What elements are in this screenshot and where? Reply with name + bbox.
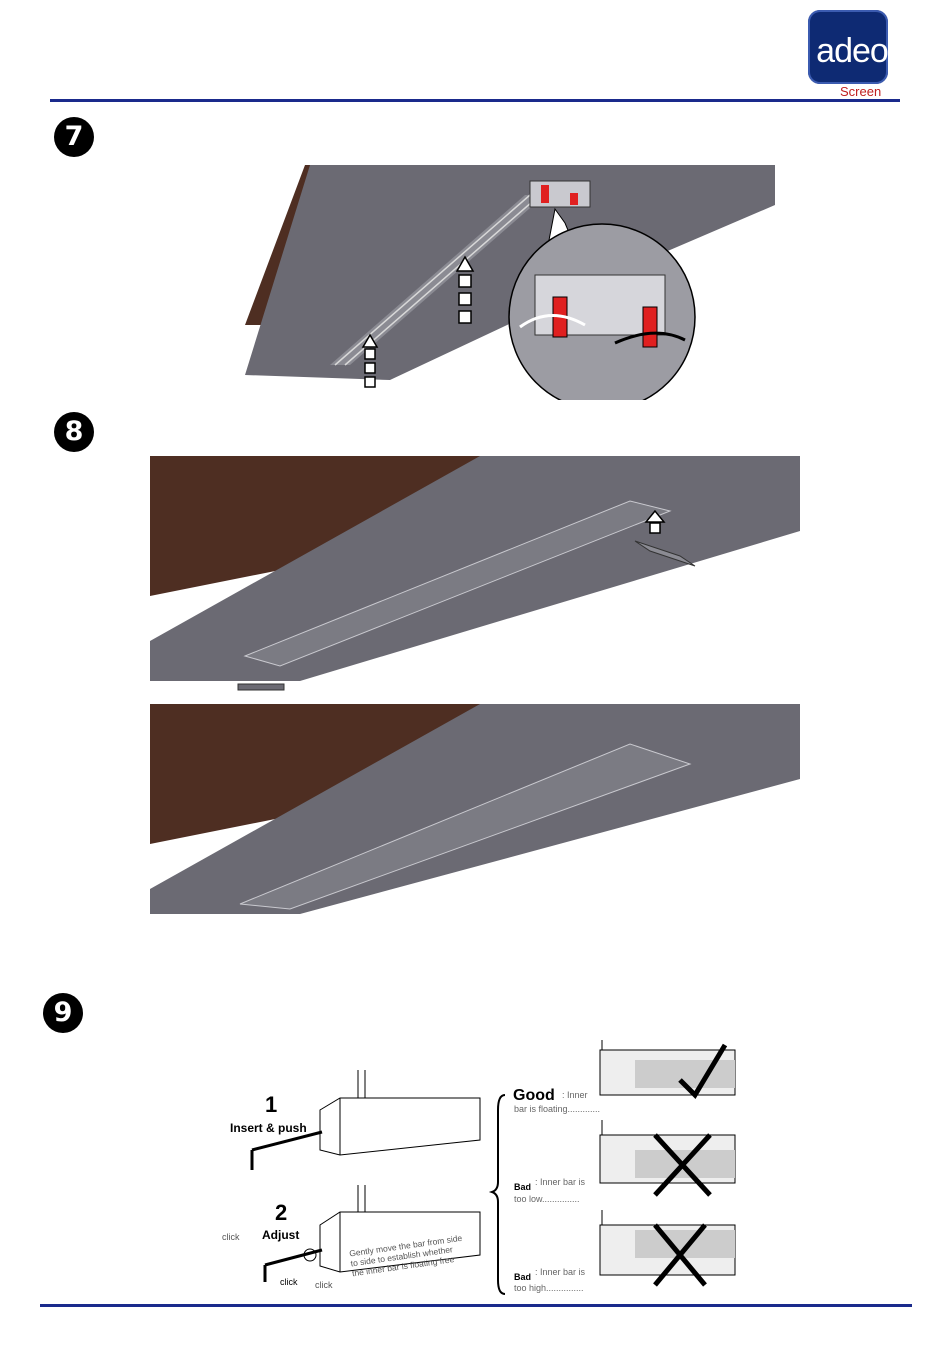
step-7-badge: 7 xyxy=(54,117,94,157)
good-title: Good xyxy=(513,1087,555,1104)
bracket-top xyxy=(530,181,590,207)
step-9-badge: 9 xyxy=(43,993,83,1033)
insert-step-label: Insert & push xyxy=(230,1121,307,1135)
bad-high-row: Bad : Inner bar is too high.............… xyxy=(514,1210,735,1293)
bad1-desc-2: too low............... xyxy=(514,1194,580,1204)
bad1-title: Bad xyxy=(514,1182,531,1192)
step-8-illustration-b xyxy=(150,704,800,926)
logo-tile: adeo xyxy=(808,10,888,84)
click-label-2: click xyxy=(280,1277,298,1287)
step-7-illustration xyxy=(245,165,775,400)
bad1-desc-1: : Inner bar is xyxy=(535,1177,586,1187)
bad-low-row: Bad : Inner bar is too low..............… xyxy=(514,1120,735,1204)
adjust-step-label: Adjust xyxy=(262,1228,299,1242)
adjust-step-number: 2 xyxy=(275,1200,287,1225)
step-9-illustration: 1 Insert & push 2 Adjust click click cli… xyxy=(210,1040,740,1300)
click-label-1: click xyxy=(222,1232,240,1242)
ceiling-panel xyxy=(245,165,775,380)
good-row: Good : Inner bar is floating............… xyxy=(513,1040,735,1114)
insert-step-number: 1 xyxy=(265,1092,277,1117)
good-desc-2: bar is floating............. xyxy=(514,1104,600,1114)
header-rule xyxy=(50,99,900,102)
end-cap xyxy=(238,684,284,690)
step-8-illustration-a xyxy=(150,456,800,691)
step-8-badge: 8 xyxy=(54,412,94,452)
good-desc-1: : Inner xyxy=(562,1090,588,1100)
brand-logo: adeo Screen xyxy=(800,4,890,98)
zoom-detail-circle xyxy=(509,224,695,400)
footer-rule xyxy=(40,1304,912,1307)
bad2-desc-1: : Inner bar is xyxy=(535,1267,586,1277)
bad2-desc-2: too high............... xyxy=(514,1283,584,1293)
click-label-3: click xyxy=(315,1280,333,1290)
logo-subtext: Screen xyxy=(840,84,881,99)
logo-text: adeo xyxy=(812,32,892,71)
bad2-title: Bad xyxy=(514,1272,531,1282)
